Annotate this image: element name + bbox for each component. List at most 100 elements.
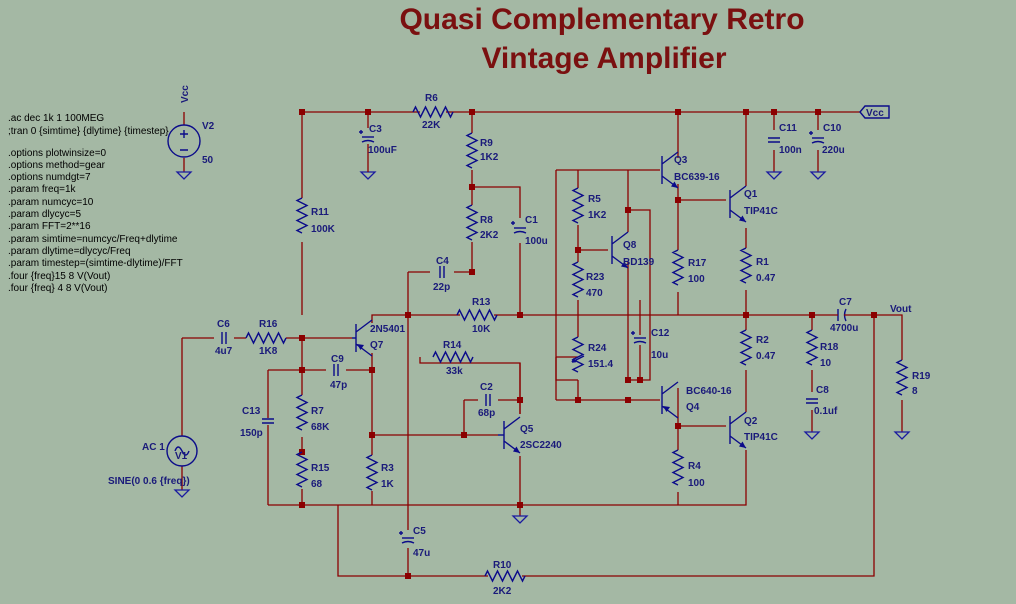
v2-net-label: Vcc [180, 85, 191, 103]
c8-ref: C8 [816, 385, 829, 396]
r16-ref: R16 [259, 319, 278, 330]
c8-value: 0.1uf [814, 406, 838, 417]
directive-line: .param FFT=2**16 [8, 221, 91, 232]
capacitor-c1: C1 100u [510, 215, 548, 247]
directive-line: .options numdgt=7 [8, 172, 91, 183]
r7-ref: R7 [311, 406, 324, 417]
c11-ref: C11 [779, 123, 797, 134]
c12-value: 10u [651, 350, 668, 361]
q5-ref: Q5 [520, 424, 534, 435]
capacitor-c5: C5 47u [398, 526, 430, 559]
q7-ref: Q7 [370, 340, 384, 351]
r24-ref: R24 [588, 343, 607, 354]
r18-ref: R18 [820, 342, 839, 353]
c11-value: 100n [779, 145, 802, 156]
c3-value: 100uF [368, 145, 397, 156]
resistor-r17: R17 100 [672, 249, 707, 286]
r10-value: 2K2 [493, 586, 512, 597]
r17-ref: R17 [688, 258, 707, 269]
directive-line: .options plotwinsize=0 [8, 148, 107, 159]
directive-line: .four {freq} 4 8 V(Vout) [8, 283, 108, 294]
c9-value: 47p [330, 380, 347, 391]
resistor-r15: R15 68 [296, 451, 330, 490]
resistor-r3: R3 1K [366, 454, 395, 491]
c5-value: 47u [413, 548, 430, 559]
r8-value: 2K2 [480, 230, 499, 241]
c7-value: 4700u [830, 323, 858, 334]
q8-ref: Q8 [623, 240, 637, 251]
q1-ref: Q1 [744, 189, 758, 200]
resistor-r18: R18 10 [806, 329, 839, 369]
r14-ref: R14 [443, 340, 462, 351]
wires [181, 111, 903, 577]
transistor-q8: Q8 BD139 [611, 231, 655, 269]
directive-line: .param freq=1k [8, 184, 77, 195]
resistor-r23: R23 470 [572, 261, 605, 299]
resistor-r2: R2 0.47 [740, 329, 776, 366]
resistor-r14: R14 33k [432, 340, 474, 377]
c5-ref: C5 [413, 526, 426, 537]
capacitor-c4: C4 22p [433, 256, 450, 293]
vcc-flag-label: Vcc [866, 108, 884, 119]
c7-ref: C7 [839, 297, 852, 308]
directive-line: ;tran 0 {simtime} {dlytime} {timestep} [8, 126, 169, 137]
c3-ref: C3 [369, 124, 382, 135]
r4-ref: R4 [688, 461, 701, 472]
directive-line: .param simtime=numcyc/Freq+dlytime [8, 234, 178, 245]
r3-value: 1K [381, 479, 395, 490]
r8-ref: R8 [480, 215, 493, 226]
r13-ref: R13 [472, 297, 491, 308]
capacitor-c12: C12 10u [630, 328, 670, 361]
ac1-value: SINE(0 0.6 {freq}) [108, 476, 190, 487]
r14-value: 33k [446, 366, 463, 377]
r5-ref: R5 [588, 194, 601, 205]
r9-value: 1K2 [480, 152, 499, 163]
resistor-r13: R13 10K [456, 297, 498, 335]
q4-value: BC640-16 [686, 386, 732, 397]
c9-ref: C9 [331, 354, 344, 365]
capacitor-c8: C8 0.1uf [804, 385, 838, 440]
c2-value: 68p [478, 408, 495, 419]
v2-ref: V2 [202, 121, 215, 132]
q3-ref: Q3 [674, 155, 688, 166]
r1-ref: R1 [756, 257, 769, 268]
capacitor-c9: C9 47p [330, 354, 347, 391]
capacitor-c2: C2 68p [478, 382, 495, 419]
resistor-r11: R11 100K [296, 197, 336, 235]
capacitor-c10: C10 220u [808, 123, 845, 180]
r3-ref: R3 [381, 463, 394, 474]
r2-value: 0.47 [756, 351, 776, 362]
r18-value: 10 [820, 358, 832, 369]
junction-dots [299, 109, 877, 579]
q8-value: BD139 [623, 257, 655, 268]
v2-value: 50 [202, 155, 214, 166]
resistor-r9: R9 1K2 [466, 132, 499, 169]
resistor-r1: R1 0.47 [740, 247, 776, 284]
directive-line: .param dlycyc=5 [8, 209, 82, 220]
r11-ref: R11 [311, 207, 329, 218]
r19-value: 8 [912, 386, 918, 397]
capacitor-c7: C7 4700u [812, 297, 858, 334]
vcc-net-flag: Vcc [859, 105, 890, 119]
capacitor-c13: C13 150p [240, 406, 275, 439]
q7-value: 2N5401 [370, 324, 405, 335]
resistor-r5: R5 1K2 [572, 187, 607, 224]
transistor-q5: Q5 2SC2240 [498, 416, 562, 524]
c2-ref: C2 [480, 382, 493, 393]
r15-value: 68 [311, 479, 323, 490]
q2-value: TIP41C [744, 432, 778, 443]
ac1-source: AC 1 V1 SINE(0 0.6 {freq}) [108, 435, 198, 498]
spice-directives: .ac dec 1k 1 100MEG ;tran 0 {simtime} {d… [8, 113, 183, 294]
r1-value: 0.47 [756, 273, 776, 284]
c1-ref: C1 [525, 215, 538, 226]
q2-ref: Q2 [744, 416, 758, 427]
q1-value: TIP41C [744, 206, 778, 217]
r16-value: 1K8 [259, 346, 278, 357]
schematic-title-line2: Vintage Amplifier [481, 42, 726, 75]
r17-value: 100 [688, 274, 705, 285]
c4-value: 22p [433, 282, 450, 293]
resistor-r19: R19 8 [894, 359, 931, 440]
r5-value: 1K2 [588, 210, 607, 221]
directive-line: .param timestep=(simtime-dlytime)/FFT [8, 258, 183, 269]
c12-ref: C12 [651, 328, 670, 339]
